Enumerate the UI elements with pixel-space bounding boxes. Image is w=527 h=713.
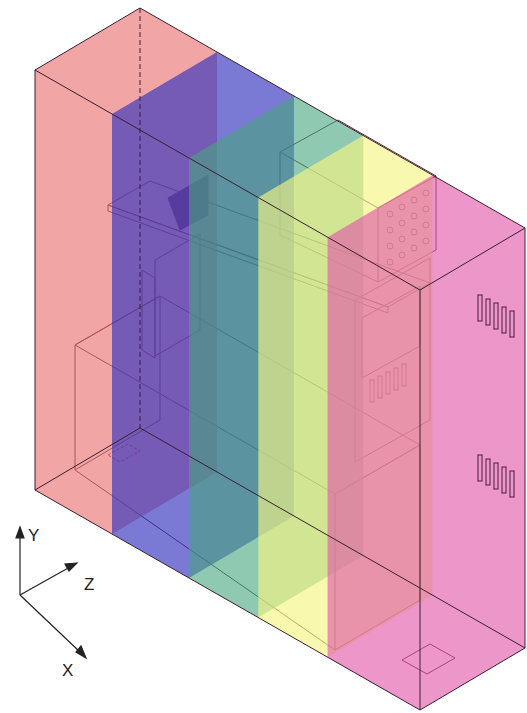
axis-label: X (62, 662, 73, 679)
axis-label: Z (84, 576, 94, 593)
axis-label: Y (28, 527, 39, 544)
